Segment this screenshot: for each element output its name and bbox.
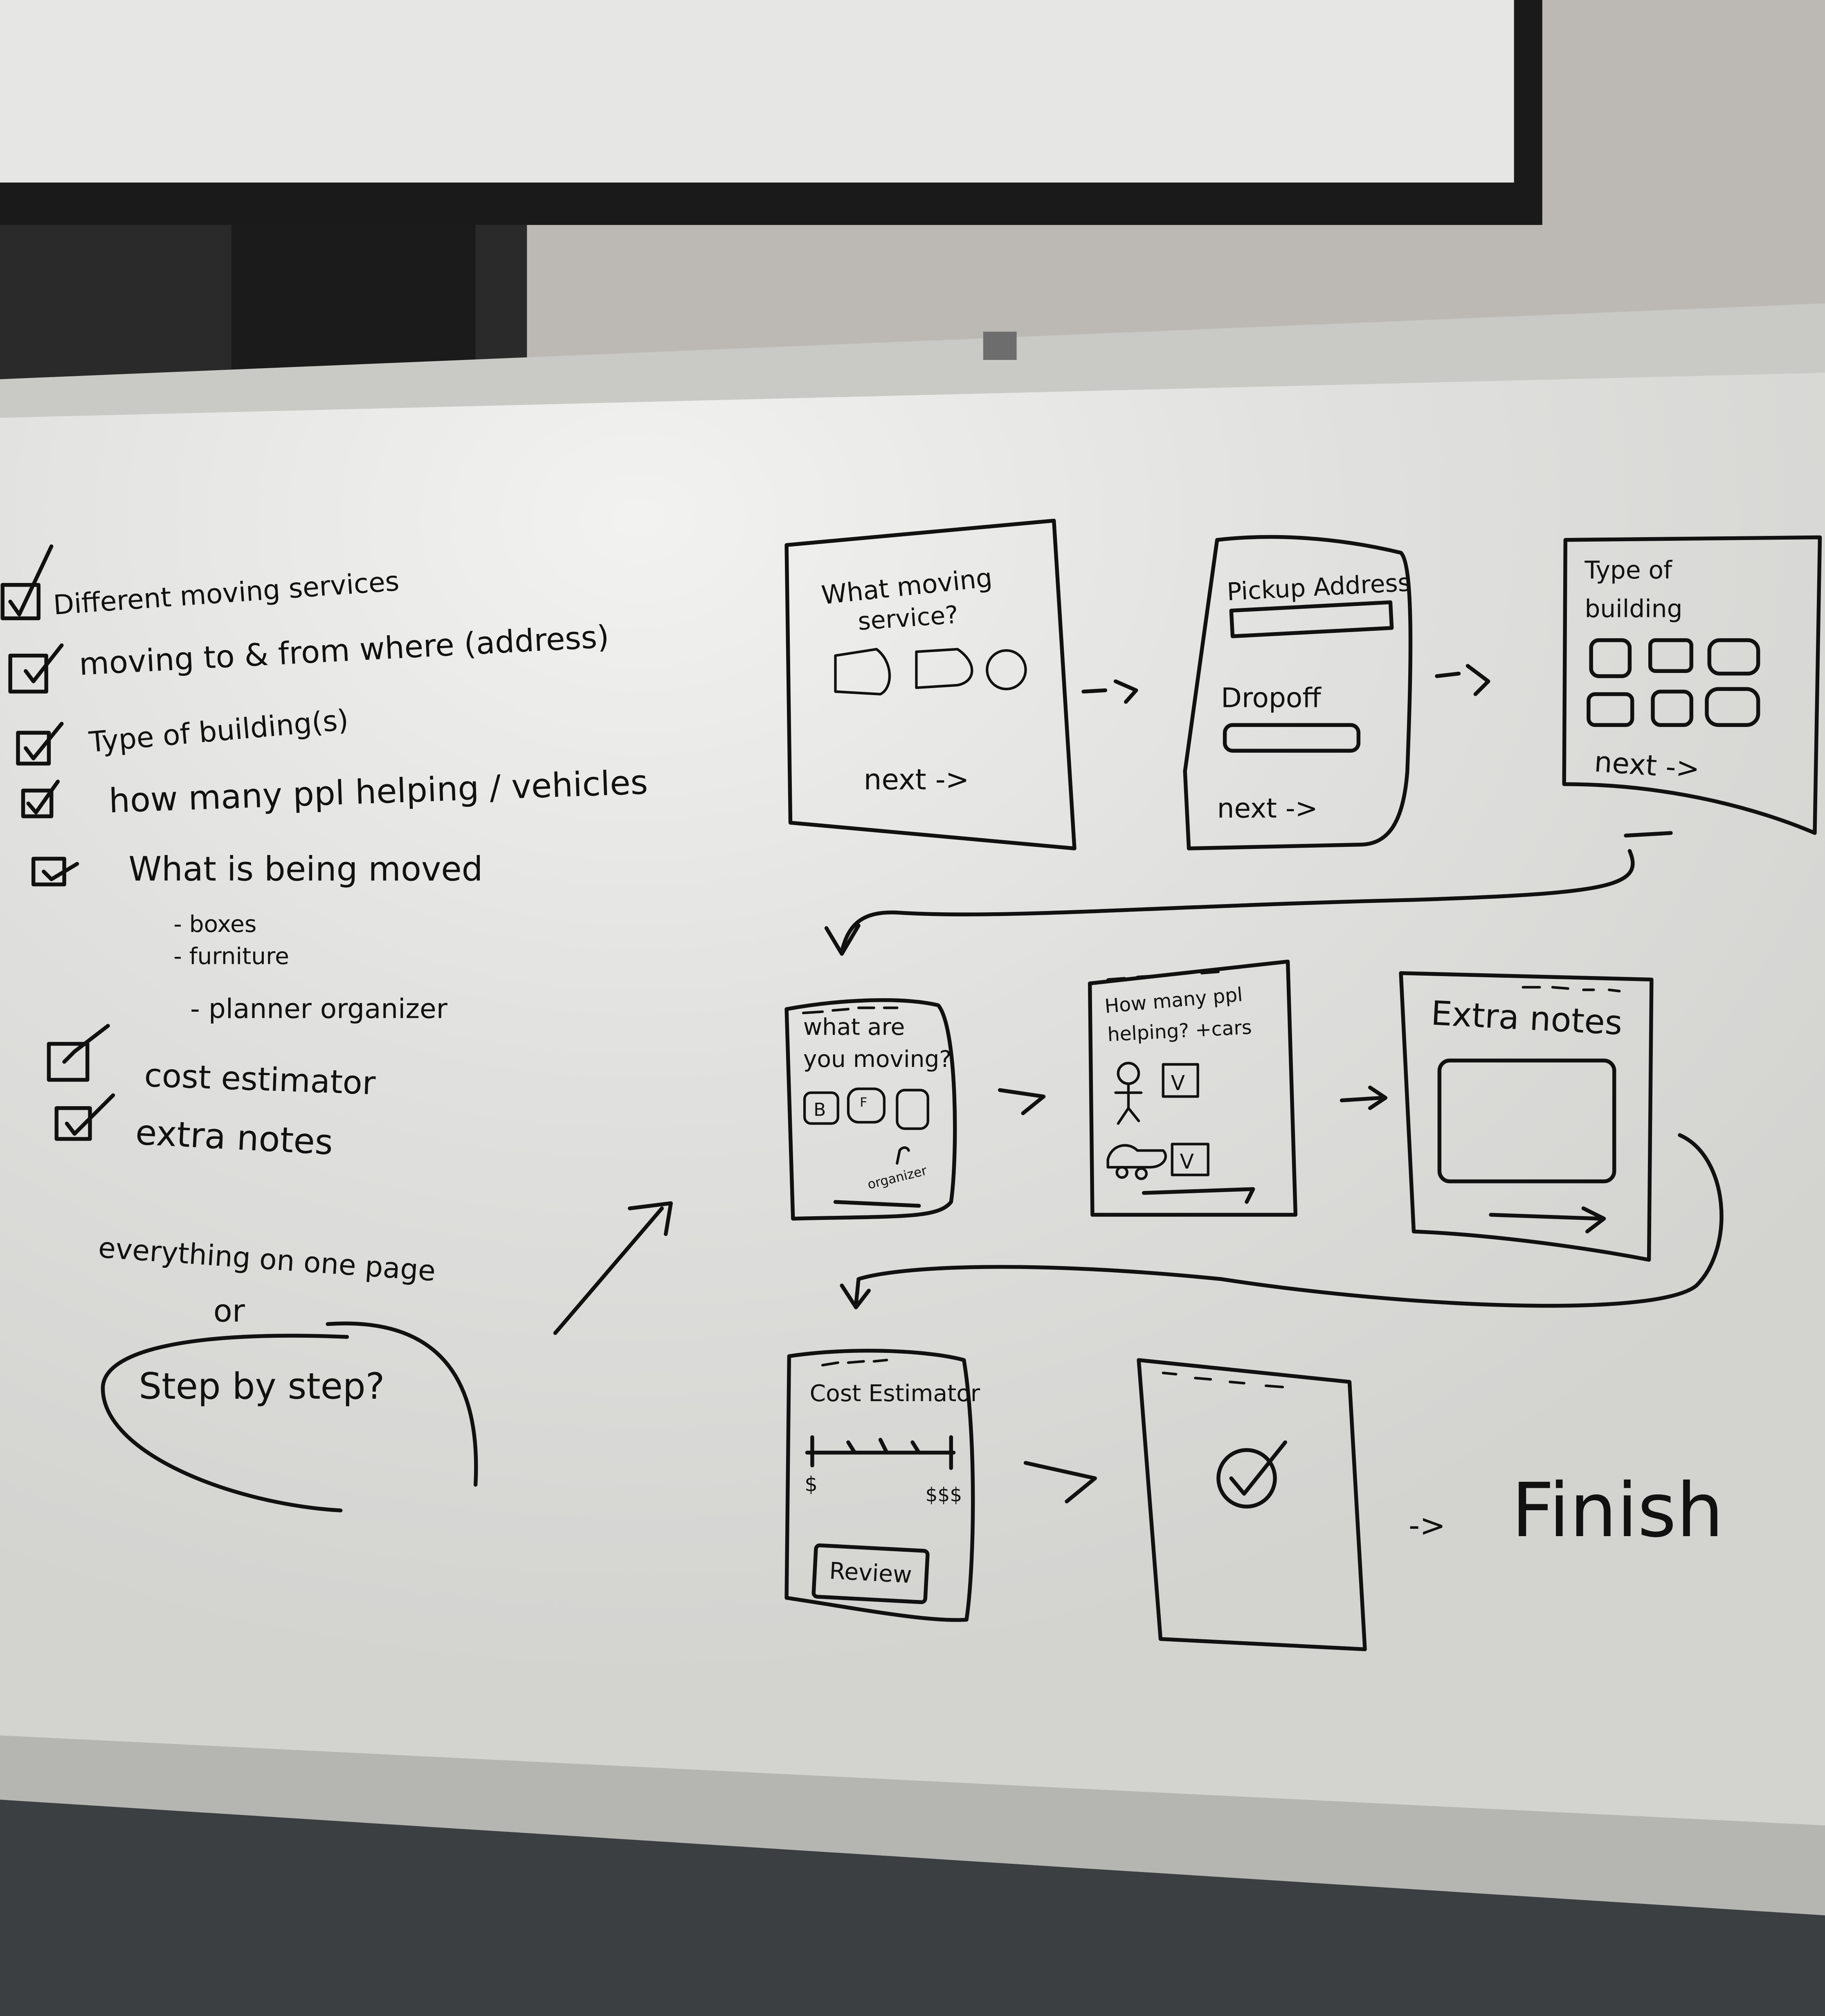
cars-checkbox — [1171, 1143, 1209, 1177]
helpers-checkbox — [1162, 1063, 1199, 1098]
flow-connector — [840, 1133, 1724, 1310]
building-option — [1705, 687, 1760, 727]
screen-confirmation — [1137, 1358, 1367, 1652]
checkmark-icon — [24, 643, 64, 684]
item-option-organizer — [896, 1089, 929, 1130]
screen-title: Cost Estimator — [810, 1380, 980, 1407]
service-option-icon — [915, 648, 973, 689]
slider-max-label: $$$ — [925, 1484, 962, 1506]
next-button: next -> — [864, 763, 969, 796]
checkbox — [47, 1042, 90, 1082]
slider-min-label: $ — [805, 1472, 818, 1496]
screen-title: service? — [857, 601, 959, 636]
service-option-icon — [986, 649, 1027, 691]
finish-label: Finish — [1511, 1467, 1724, 1554]
flow-arrow — [1023, 1461, 1097, 1503]
checkbox — [0, 583, 40, 621]
checkmark-icon — [42, 862, 79, 882]
item-option-label: F — [860, 1096, 867, 1110]
building-option — [1589, 638, 1632, 678]
next-button: next -> — [1217, 793, 1318, 824]
checkmark-icon — [62, 1024, 110, 1064]
item-option-boxes — [803, 1091, 839, 1125]
flow-arrow-to-screens — [553, 1201, 673, 1335]
next-arrow — [1489, 1206, 1606, 1234]
item-option-label: B — [814, 1100, 826, 1120]
next-arrow — [1142, 1187, 1255, 1204]
screen-title: building — [1585, 595, 1682, 623]
flow-arrow — [1081, 679, 1138, 704]
building-option — [1648, 638, 1693, 673]
checkbox — [8, 653, 48, 694]
checklist-label: cost estimator — [144, 1056, 376, 1102]
checkmark-icon — [65, 1093, 115, 1136]
cost-slider — [805, 1435, 956, 1470]
flow-connector — [824, 831, 1673, 956]
board-magnet — [983, 331, 1017, 360]
dropoff-input — [1223, 723, 1361, 753]
flow-arrow — [1435, 664, 1490, 696]
flow-arrow — [1340, 1085, 1388, 1110]
notes-textarea — [1437, 1058, 1616, 1184]
checklist-label: What is being moved — [128, 850, 483, 889]
checkmark-icon — [26, 779, 60, 814]
service-option-icon — [834, 648, 891, 695]
checkbox — [21, 788, 54, 819]
next-button: next -> — [1593, 746, 1701, 786]
checkbox — [16, 731, 51, 766]
building-option-grid — [1587, 638, 1760, 727]
checklist-item: cost estimator — [47, 1024, 376, 1102]
subitem-planner-organizer: - planner organizer — [190, 993, 448, 1025]
review-button-label: Review — [829, 1557, 912, 1588]
projector-screen — [0, 0, 1514, 183]
checkbox — [54, 1106, 92, 1141]
board-tray — [0, 1735, 1825, 1916]
screen-items: what are you moving? B F organizer — [784, 998, 957, 1221]
flow-arrow — [998, 1088, 1046, 1115]
building-option — [1651, 689, 1693, 727]
carpet — [0, 1800, 1825, 2016]
finish-arrow: -> — [1409, 1508, 1445, 1544]
screen-title: Type of — [1584, 556, 1673, 585]
checkmark-icon — [24, 722, 64, 760]
board-surface — [0, 373, 1825, 1826]
subitem-boxes: - boxes — [173, 911, 256, 938]
pickup-address-input — [1229, 600, 1394, 639]
car-icon — [1106, 1144, 1167, 1180]
person-icon — [1114, 1062, 1143, 1125]
checklist-item: What is being moved — [31, 850, 483, 889]
checkmark-icon — [8, 544, 54, 616]
building-option — [1707, 638, 1760, 676]
screen-cost-estimator: Cost Estimator $ $$$ Review — [784, 1348, 980, 1622]
question-step-by-step: Step by step? — [139, 1365, 384, 1407]
check-circle-icon — [1216, 1448, 1277, 1509]
screen-building-type: Type of building next -> — [1562, 535, 1822, 835]
building-option — [1587, 692, 1634, 727]
question-or: or — [214, 1293, 245, 1329]
checkbox-mark: V — [1171, 1071, 1185, 1095]
dropoff-label: Dropoff — [1221, 682, 1322, 713]
next-arrow — [833, 1200, 921, 1208]
screen-title: you moving? — [803, 1046, 951, 1073]
highlight-loop — [101, 1321, 478, 1512]
checkbox-mark: V — [1180, 1149, 1194, 1173]
checkmark-icon — [1229, 1440, 1288, 1496]
pointer-icon — [896, 1146, 910, 1165]
subitem-furniture: - furniture — [173, 943, 289, 970]
screen-title: what are — [803, 1014, 905, 1041]
item-option-furniture — [847, 1087, 886, 1124]
review-button — [811, 1543, 930, 1604]
